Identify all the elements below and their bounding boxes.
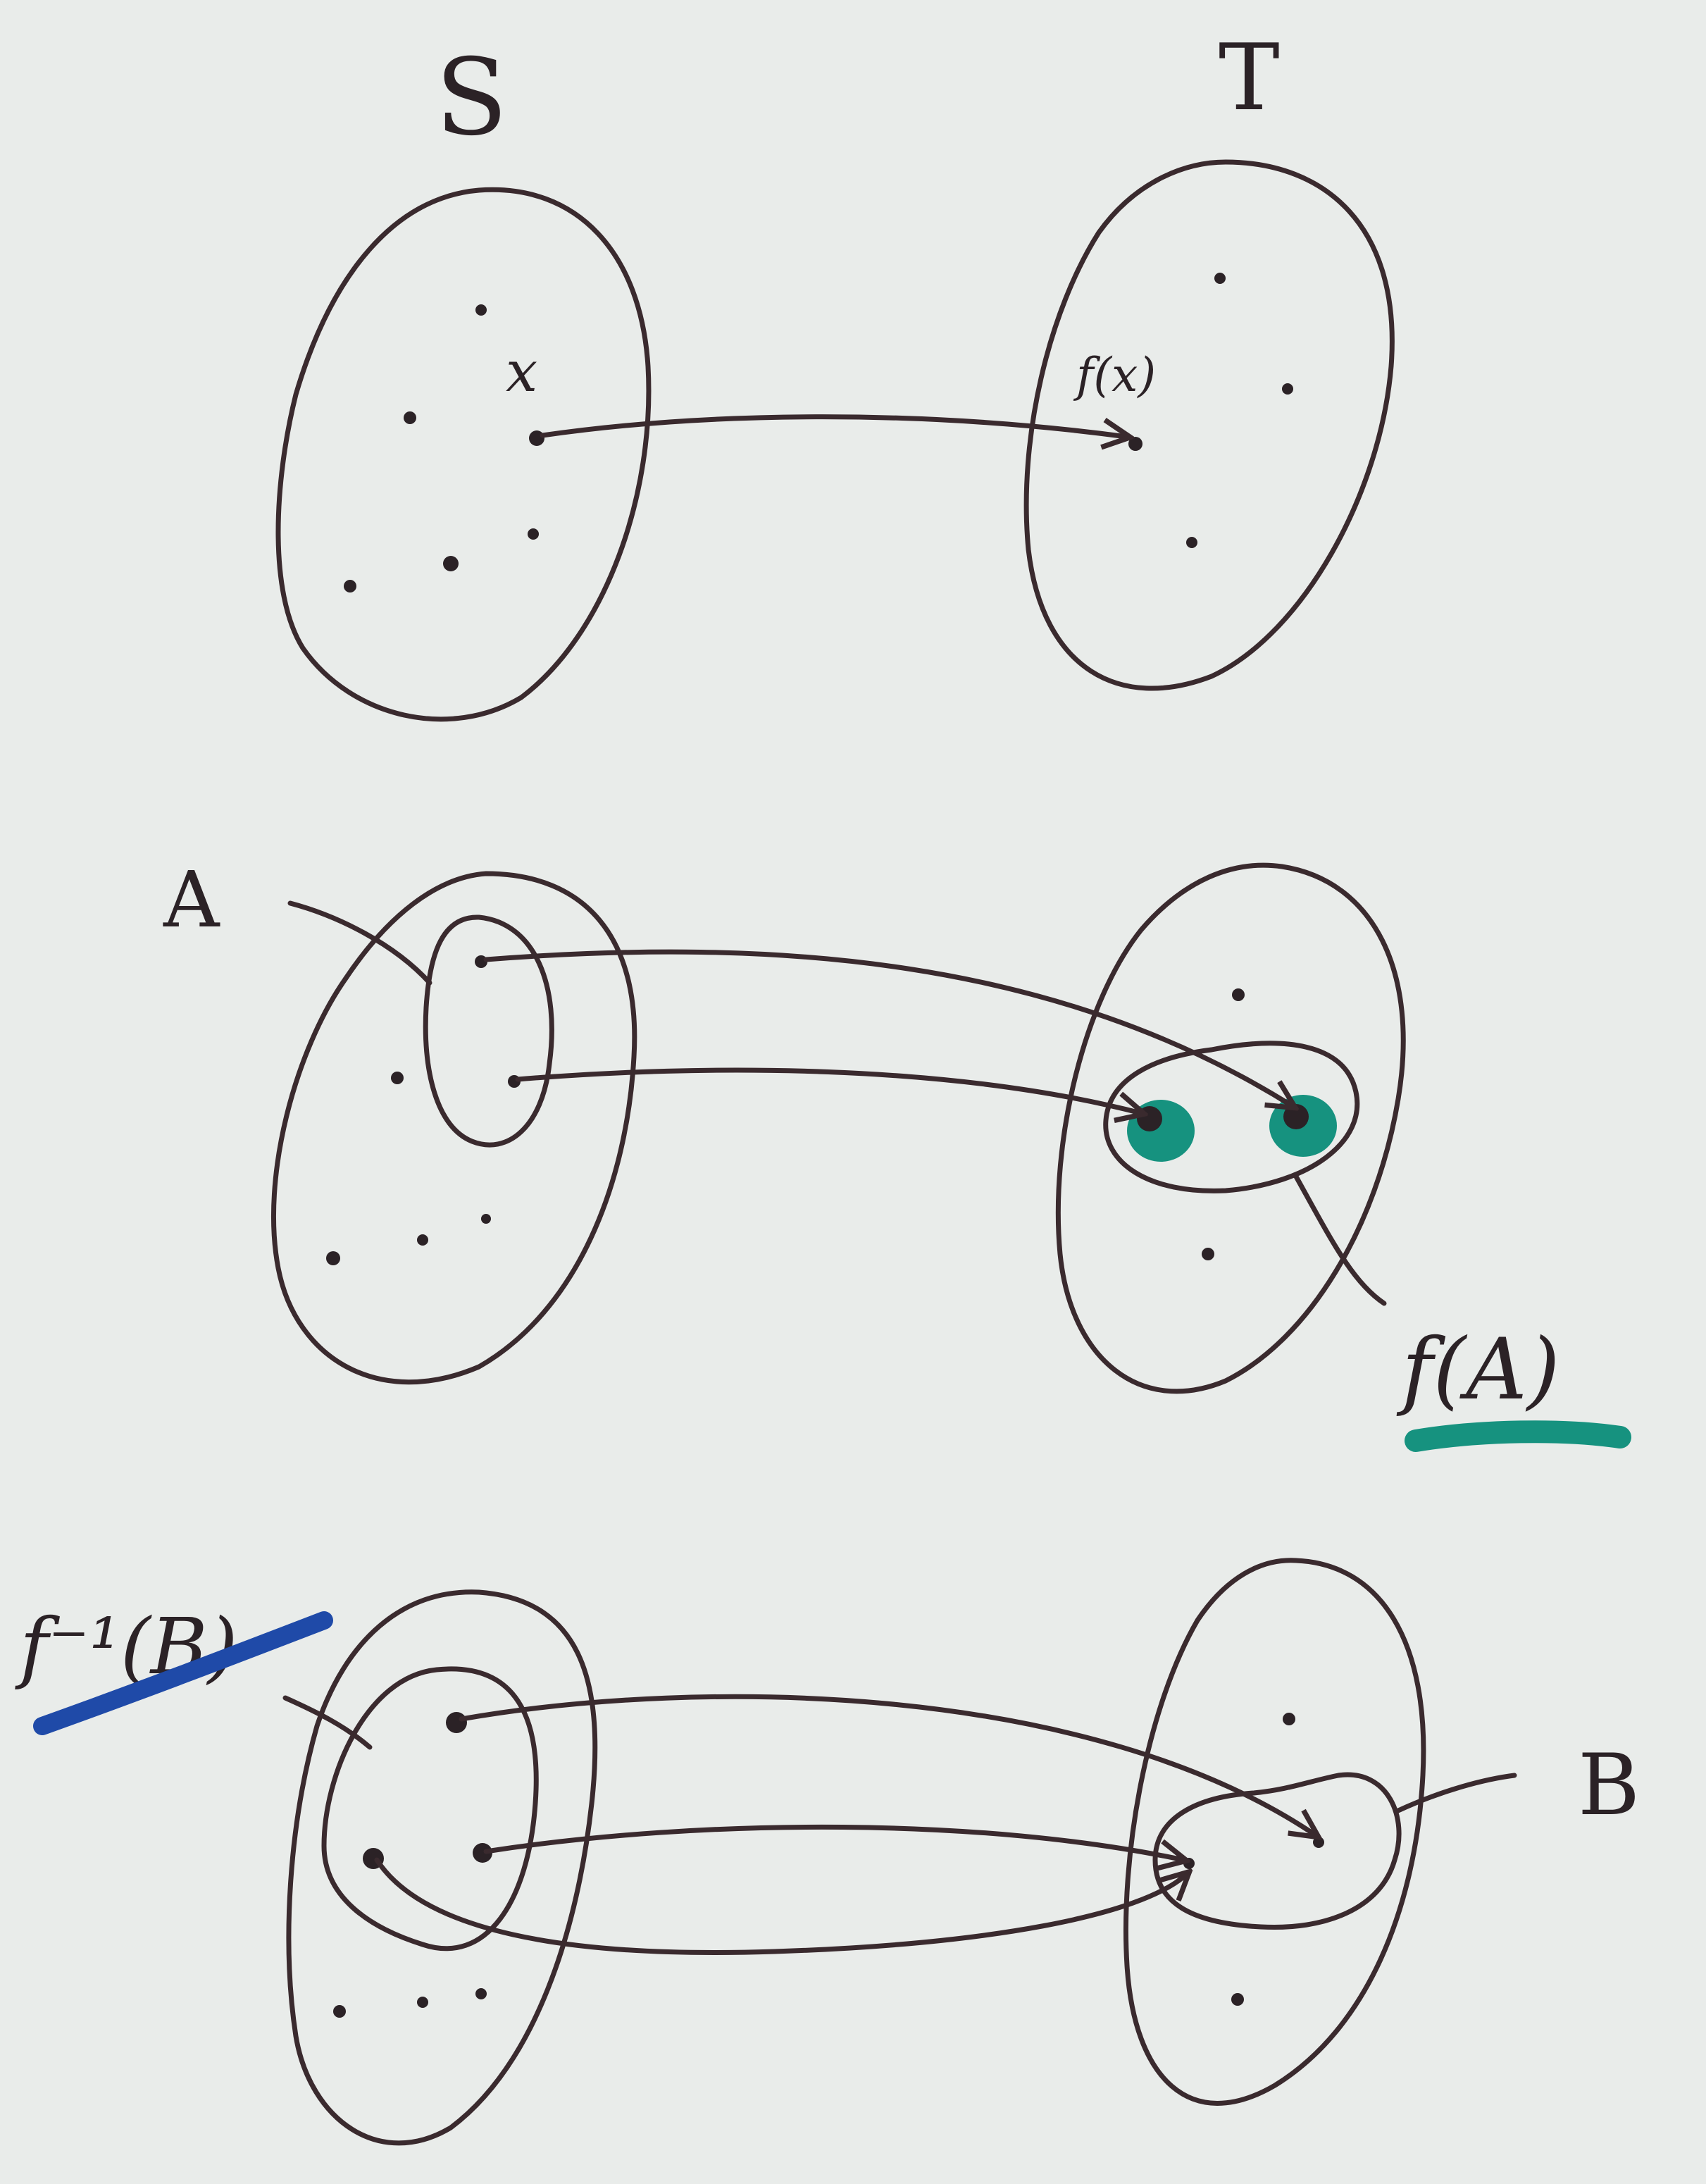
point — [1186, 537, 1197, 548]
image-fa-highlights — [1127, 1095, 1337, 1162]
point — [326, 1251, 340, 1265]
point-x — [529, 430, 544, 446]
label-image-fx: f(x) — [1073, 348, 1156, 402]
label-element-x: x — [506, 339, 537, 404]
pointer-a — [287, 900, 432, 986]
set-s-blob — [275, 187, 652, 722]
point-p1 — [446, 1712, 467, 1733]
set-t-points-3 — [1183, 1713, 1324, 2006]
pointer-fa — [1293, 1174, 1387, 1306]
set-t-blob-2 — [1055, 862, 1406, 1394]
blue-underline — [33, 1611, 333, 1735]
teal-highlight — [1127, 1100, 1195, 1162]
subset-a-blob — [423, 914, 554, 1148]
set-t-points-2 — [1202, 988, 1245, 1260]
set-s-points-2 — [326, 955, 521, 1265]
panel-function: S T x f(x) — [275, 24, 1395, 722]
point — [344, 580, 356, 592]
point — [404, 411, 416, 424]
point — [417, 1234, 428, 1246]
pointer-b — [1395, 1773, 1517, 1813]
point-b1 — [1313, 1837, 1324, 1848]
point — [475, 304, 487, 316]
point — [1214, 273, 1226, 284]
panel-image: A f(A) — [163, 855, 1631, 1452]
teal-underline — [1405, 1420, 1631, 1452]
panel-preimage: f⁻¹(B) B — [15, 1558, 1640, 2146]
set-s-blob-2 — [270, 871, 637, 1385]
mapping-arrow-a2 — [515, 1067, 1141, 1113]
preimage-points — [363, 1712, 492, 1869]
set-s-blob-3 — [286, 1589, 598, 2146]
mapping-arrow-x — [540, 414, 1127, 437]
point — [391, 1072, 404, 1084]
label-set-t: T — [1219, 24, 1280, 131]
point-p3 — [473, 1843, 492, 1863]
point — [475, 1988, 487, 1999]
mapping-arrow-a1 — [483, 949, 1293, 1106]
label-subset-a: A — [163, 855, 220, 945]
point — [333, 2005, 346, 2018]
subset-b-blob — [1152, 1772, 1402, 1930]
point-fa2 — [1283, 1104, 1309, 1129]
point — [1231, 1993, 1244, 2006]
point — [528, 528, 539, 540]
mapping-arrow-p3 — [483, 1824, 1183, 1860]
point — [443, 556, 459, 571]
set-t-blob — [1023, 159, 1395, 691]
set-s-points-3 — [333, 1988, 487, 2018]
point — [1283, 1713, 1295, 1725]
set-t-points — [1128, 273, 1293, 548]
point — [1232, 988, 1245, 1001]
label-image-fa: f(A) — [1396, 1321, 1560, 1419]
point — [1202, 1248, 1214, 1260]
preimage-blob — [321, 1666, 539, 1952]
mapping-arrow-p1 — [459, 1694, 1316, 1835]
point-fa1 — [1137, 1106, 1162, 1131]
label-set-s: S — [435, 37, 508, 159]
mapping-arrow-p2 — [374, 1857, 1187, 1955]
point — [1282, 383, 1293, 395]
point-fx — [1128, 437, 1142, 451]
label-subset-b: B — [1578, 1737, 1640, 1835]
label-preimage: f⁻¹(B) — [15, 1601, 238, 1692]
point — [481, 1214, 491, 1224]
set-t-blob-3 — [1123, 1558, 1426, 2106]
point — [417, 1997, 428, 2008]
pointer-preimage — [282, 1695, 373, 1750]
